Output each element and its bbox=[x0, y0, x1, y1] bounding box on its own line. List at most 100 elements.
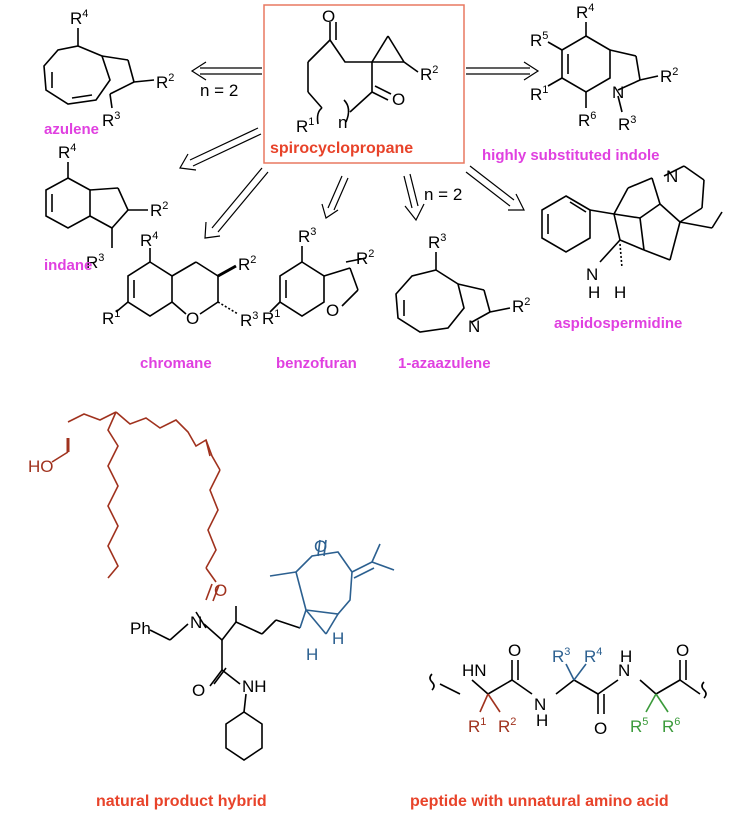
center-o-top: O bbox=[322, 7, 335, 26]
peptide-h1: H bbox=[536, 711, 548, 730]
chromane-o: O bbox=[186, 309, 199, 328]
indole-r2-letter: R bbox=[660, 67, 672, 86]
svg-text:R2: R2 bbox=[156, 72, 174, 92]
peptide-hn: HN bbox=[462, 661, 487, 680]
indole-r1-letter: R bbox=[530, 85, 542, 104]
svg-text:R3: R3 bbox=[618, 114, 636, 134]
hybrid-ho: HO bbox=[28, 457, 54, 476]
azaazulene-n: N bbox=[468, 317, 480, 336]
retrosynthesis-arrow-icon bbox=[204, 167, 269, 239]
indane-r2-num: 2 bbox=[162, 200, 168, 212]
hybrid-nh: NH bbox=[242, 677, 267, 696]
indole-r1-num: 1 bbox=[542, 84, 548, 96]
indole-r5-letter: R bbox=[530, 31, 542, 50]
aspidospermidine-structure: N N H H aspidospermidine bbox=[541, 165, 723, 332]
retrosynthesis-arrow-icon bbox=[179, 127, 262, 171]
indole-r4-letter: R bbox=[576, 3, 588, 22]
indole-r5-num: 5 bbox=[542, 30, 548, 42]
spirocyclopropane-structure: O O n R1 R2 spirocyclopropane bbox=[263, 4, 465, 164]
peptide-r2-letter: R bbox=[498, 717, 510, 736]
indole-r3-letter: R bbox=[618, 115, 630, 134]
svg-text:R6: R6 bbox=[578, 110, 596, 130]
chromane-r3-letter: R bbox=[240, 311, 252, 330]
svg-text:R1: R1 bbox=[102, 308, 120, 328]
azaazulene-r2-letter: R bbox=[512, 297, 524, 316]
indole-r2-num: 2 bbox=[672, 66, 678, 78]
aspido-nh-h: H bbox=[588, 283, 600, 302]
chromane-r1-letter: R bbox=[102, 309, 114, 328]
indane-r3-num: 3 bbox=[98, 252, 104, 264]
azaazulene-r2-num: 2 bbox=[524, 296, 530, 308]
indole-r4-num: 4 bbox=[588, 2, 594, 14]
peptide-r1-num: 1 bbox=[480, 716, 486, 728]
center-r1-num: 1 bbox=[308, 116, 314, 128]
peptide-h2: H bbox=[620, 647, 632, 666]
hybrid-o2: O bbox=[192, 681, 205, 700]
peptide-r6-letter: R bbox=[662, 717, 674, 736]
peptide-o2: O bbox=[594, 719, 607, 738]
peptide-r6-num: 6 bbox=[674, 716, 680, 728]
benzofuran-r1-letter: R bbox=[262, 309, 274, 328]
azulene-structure: R4 R2 R3 azulene bbox=[43, 8, 174, 138]
svg-text:R6: R6 bbox=[662, 716, 680, 736]
svg-text:R3: R3 bbox=[86, 252, 104, 272]
svg-text:R1: R1 bbox=[530, 84, 548, 104]
svg-text:R5: R5 bbox=[530, 30, 548, 50]
svg-text:R3: R3 bbox=[552, 646, 570, 666]
hybrid-ketone-o: O bbox=[314, 537, 327, 556]
peptide-n2: N bbox=[618, 661, 630, 680]
wavy-bond-icon bbox=[429, 673, 435, 691]
svg-text:R4: R4 bbox=[58, 142, 76, 162]
retrosynthesis-arrow-icon bbox=[403, 173, 425, 222]
azaazulene-label: 1-azaazulene bbox=[398, 355, 491, 372]
peptide-r3-num: 3 bbox=[564, 646, 570, 658]
svg-text:R2: R2 bbox=[420, 64, 438, 84]
indole-r6-num: 6 bbox=[590, 110, 596, 122]
center-r2-letter: R bbox=[420, 65, 432, 84]
svg-text:R4: R4 bbox=[584, 646, 602, 666]
retrosynthesis-arrow-icon bbox=[190, 61, 262, 81]
peptide-r4-num: 4 bbox=[596, 646, 602, 658]
chromane-structure: R4 R2 R3 R1 O chromane bbox=[102, 230, 258, 372]
hybrid-label: natural product hybrid bbox=[96, 793, 267, 810]
hybrid-h1: H bbox=[306, 645, 318, 664]
peptide-r5-num: 5 bbox=[642, 716, 648, 728]
svg-text:R1: R1 bbox=[262, 308, 280, 328]
peptide-r1-letter: R bbox=[468, 717, 480, 736]
svg-text:R3: R3 bbox=[102, 110, 120, 130]
indole-n: N bbox=[612, 83, 624, 102]
peptide-label: peptide with unnatural amino acid bbox=[410, 793, 669, 810]
azulene-label: azulene bbox=[44, 121, 99, 138]
peptide-r2-num: 2 bbox=[510, 716, 516, 728]
aspido-label: aspidospermidine bbox=[554, 315, 682, 332]
chromane-r2-letter: R bbox=[238, 255, 250, 274]
center-box bbox=[263, 4, 465, 164]
retrosynthesis-arrows bbox=[179, 61, 540, 239]
center-label: spirocyclopropane bbox=[270, 140, 413, 157]
indane-r4-num: 4 bbox=[70, 142, 76, 154]
indole-structure: R4 R5 R1 R6 N R2 R3 highly substituted i… bbox=[482, 2, 678, 164]
svg-text:R4: R4 bbox=[140, 230, 158, 250]
indane-r4-letter: R bbox=[58, 143, 70, 162]
indole-r3-num: 3 bbox=[630, 114, 636, 126]
indane-r3-letter: R bbox=[86, 253, 98, 272]
svg-text:R2: R2 bbox=[356, 248, 374, 268]
center-o-right: O bbox=[392, 90, 405, 109]
azulene-r4-letter: R bbox=[70, 9, 82, 28]
indane-label: indane bbox=[44, 257, 92, 274]
retrosynthesis-arrow-icon bbox=[466, 61, 540, 81]
azulene-r3-num: 3 bbox=[114, 110, 120, 122]
peptide-o3: O bbox=[676, 641, 689, 660]
chromane-label: chromane bbox=[140, 355, 212, 372]
hybrid-n: N bbox=[190, 613, 202, 632]
aspido-n: N bbox=[666, 167, 678, 186]
benzofuran-o: O bbox=[326, 301, 339, 320]
aspido-nh-n: N bbox=[586, 265, 598, 284]
svg-text:R3: R3 bbox=[428, 232, 446, 252]
hybrid-ph: Ph bbox=[130, 619, 151, 638]
hybrid-structure: HO O Ph N O NH bbox=[28, 411, 395, 810]
benzofuran-structure: R3 R2 R1 O benzofuran bbox=[262, 226, 374, 372]
svg-text:R4: R4 bbox=[70, 8, 88, 28]
indane-r2-letter: R bbox=[150, 201, 162, 220]
